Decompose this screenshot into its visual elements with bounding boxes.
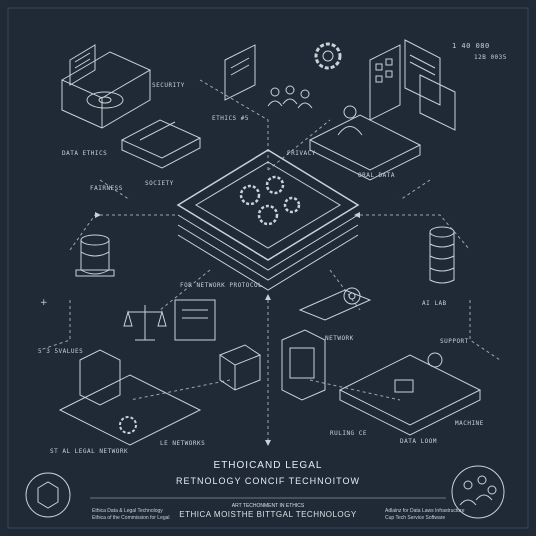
label-ai-lab: AI LAB: [422, 300, 447, 307]
corner-sub: 12B 0035: [474, 54, 507, 61]
central-chip-icon: [176, 149, 360, 291]
gear-icon: [314, 42, 342, 70]
laptop-icon: [60, 44, 152, 129]
label-society: SOCIETY: [145, 180, 174, 187]
dashboard-icon: [369, 39, 456, 131]
arrowheads: [95, 212, 360, 446]
label-network: NETWORK: [325, 335, 354, 342]
label-data-ethics: DATA ETHICS: [62, 150, 108, 157]
frame: [7, 7, 529, 529]
label-support: SUPPORT: [440, 338, 469, 345]
label-data-loom: DATA LOOM: [400, 438, 438, 445]
label-legal-network: ST AL LEGAL NETWORK: [50, 448, 129, 455]
label-ruling: RULING CE: [330, 430, 368, 437]
label-machine: MACHINE: [455, 420, 484, 427]
footer-center-small: ART TECHONMENT IN ETHICS: [231, 503, 305, 509]
title-line-2: RETNOLOGY CONCIF TECHNOITOW: [175, 476, 360, 486]
label-values: 5 3 5VALUES: [38, 348, 84, 355]
robot-icon: [58, 349, 202, 446]
footer-right-1: Adlainz for Data Laws Infrastructure: [385, 508, 465, 514]
scales-icon: [123, 305, 167, 341]
person-desk-icon: [308, 105, 422, 181]
footer-right-2: Cup Tech Service Software: [385, 515, 446, 521]
phone-icon: [281, 329, 326, 401]
database-icon: [75, 234, 115, 277]
label-ethics: ETHICS #5: [212, 115, 250, 122]
label-oral-data: ORAL DATA: [358, 172, 396, 179]
footer-left-2: Ethica of the Commission for Legal: [92, 515, 170, 521]
badge-icon: [25, 472, 71, 518]
server-icon: [429, 226, 455, 284]
label-security: SECURITY: [152, 82, 185, 89]
corner-top: 1 40 080: [452, 42, 490, 50]
camera-icon: [298, 287, 372, 321]
machine-icon: [338, 352, 482, 436]
label-network-protocol: FOR NETWORK PROTOCOL: [180, 282, 263, 289]
monitor-icon: [120, 44, 256, 169]
label-le-networks: LE NETWORKS: [160, 440, 206, 447]
label-fairness: FAIRNESS: [90, 185, 123, 192]
title-line-1: ETHOICAND LEGAL: [213, 460, 323, 471]
label-privacy: PRIVACY: [287, 150, 316, 157]
footer-left-1: Ethica Data & Legal Technology: [92, 508, 163, 514]
box-icon: [218, 344, 262, 391]
people-icon: [267, 85, 313, 109]
footer-center-big: ETHICA MOISTHE BITTGAL TECHNOLOGY: [179, 510, 357, 519]
crowd-icon: [451, 465, 505, 519]
plus-mark: +: [40, 298, 48, 308]
document-icon: [174, 299, 216, 341]
